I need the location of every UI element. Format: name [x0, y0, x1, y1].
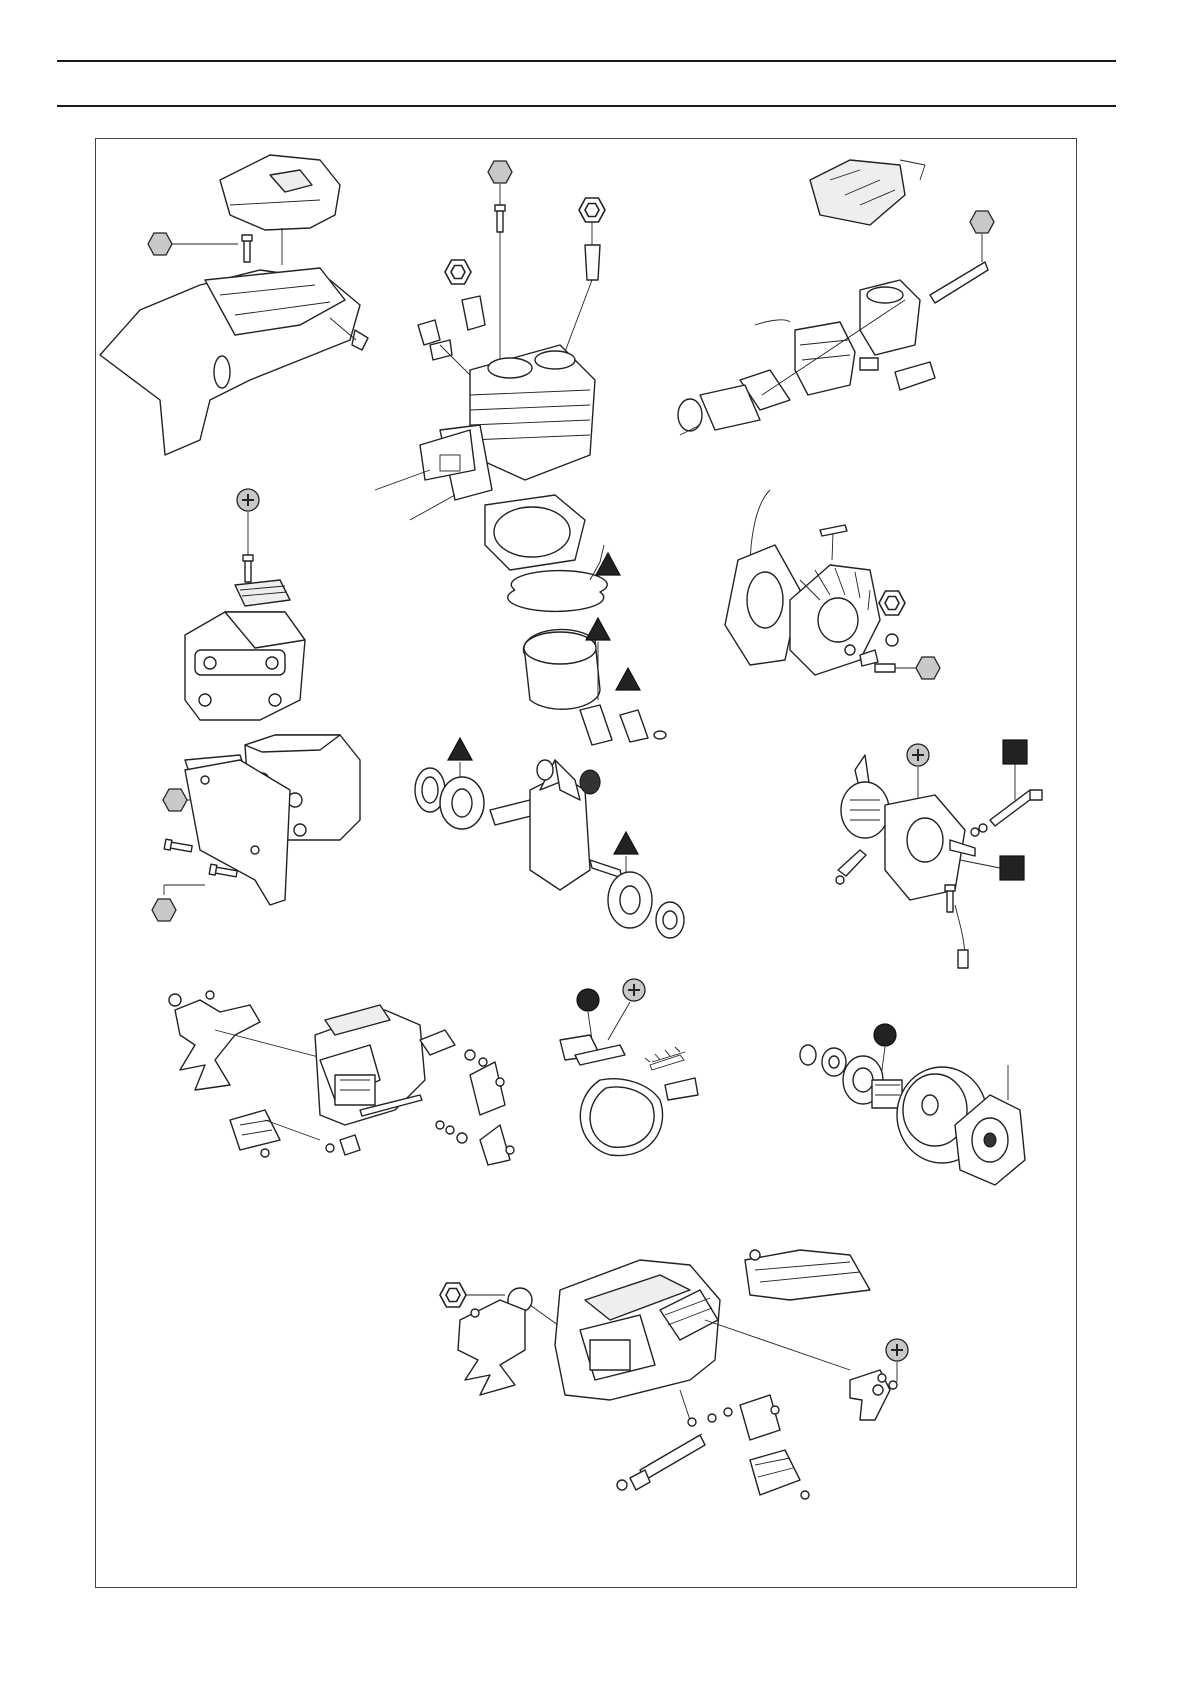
carburetor-group: [678, 160, 994, 435]
square-symbol: [1000, 856, 1024, 880]
clutch-group: [800, 1024, 1025, 1185]
phillips-screw-symbol: [886, 1339, 908, 1361]
warning-triangle-symbol: [596, 553, 620, 575]
hex-symbol: [916, 657, 940, 679]
warning-triangle-symbol: [614, 832, 638, 854]
filled-circle-symbol: [577, 989, 599, 1011]
warning-triangle-symbol: [586, 618, 610, 640]
filled-circle-symbol: [874, 1024, 896, 1046]
hex-symbol: [152, 899, 176, 921]
clutch-cover-group: [440, 1250, 908, 1499]
oil-pump-group: [836, 740, 1042, 968]
hex-nut-symbol: [445, 260, 471, 284]
hex-nut-symbol: [440, 1283, 466, 1307]
hex-symbol: [148, 233, 172, 255]
hex-symbol: [163, 789, 187, 811]
square-symbol: [1003, 740, 1027, 764]
muffler-cover-group: [185, 489, 305, 720]
top-cover-group: [100, 155, 368, 455]
chain-brake-group: [169, 991, 514, 1165]
cylinder-group: [375, 161, 666, 745]
warning-triangle-symbol: [448, 738, 472, 760]
phillips-screw-symbol: [237, 489, 259, 511]
crankshaft-group: [415, 738, 684, 938]
hex-symbol: [488, 161, 512, 183]
hex-nut-symbol: [579, 198, 605, 222]
muffler-bracket-group: [152, 735, 360, 921]
hex-nut-symbol: [879, 591, 905, 615]
brake-band-group: [560, 979, 698, 1156]
phillips-screw-symbol: [907, 744, 929, 766]
hex-symbol: [970, 211, 994, 233]
flywheel-group: [725, 490, 940, 679]
warning-triangle-symbol: [616, 668, 640, 690]
phillips-screw-symbol: [623, 979, 645, 1001]
